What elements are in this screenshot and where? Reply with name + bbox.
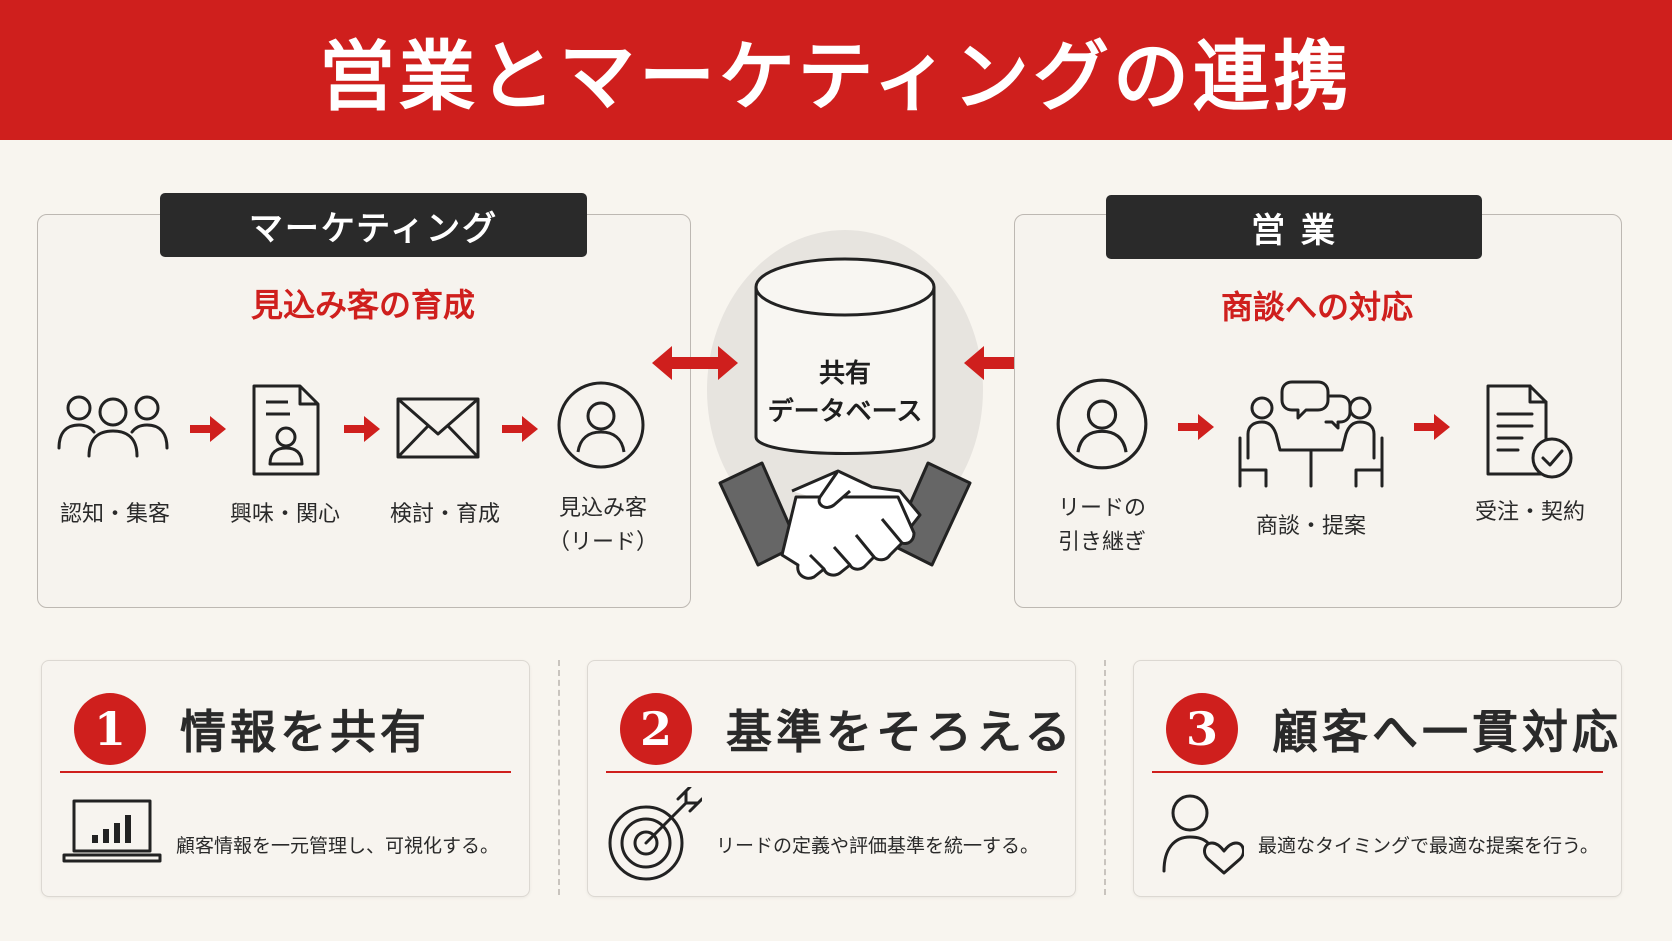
contract-check-icon <box>1486 384 1573 479</box>
flow-arrow-icon <box>1178 414 1214 440</box>
step-caption: リードの 引き継ぎ <box>1057 496 1146 555</box>
card-separator <box>558 660 560 895</box>
target-icon <box>608 787 702 881</box>
double-arrow-icon <box>964 346 1050 380</box>
card-separator <box>1104 660 1106 895</box>
step-caption: 受注・契約 <box>1474 500 1585 525</box>
number-badge: 1 <box>74 693 146 765</box>
person-circle-icon <box>557 381 645 469</box>
card-title: 顧客へ一貫対応 <box>1272 705 1622 759</box>
shared-database-label: 共有 データベース <box>767 359 923 427</box>
card-title: 情報を共有 <box>180 705 430 759</box>
flow-arrow-icon <box>502 416 538 442</box>
database-icon <box>754 257 936 455</box>
database-hub <box>707 230 983 580</box>
point-card-3: 3 顧客へ一貫対応 最適なタイミングで最適な提案を行う。 <box>1133 660 1622 897</box>
card-divider <box>1152 771 1603 773</box>
card-title: 基準をそろえる <box>726 705 1075 759</box>
person-heart-icon <box>1162 794 1244 875</box>
marketing-subtitle: 見込み客の育成 <box>250 286 475 324</box>
step-caption: 商談・提案 <box>1255 514 1366 539</box>
card-divider <box>60 771 511 773</box>
step-caption: 見込み客 （リード） <box>547 496 658 555</box>
card-divider <box>606 771 1057 773</box>
sales-subtitle: 商談への対応 <box>1220 288 1413 326</box>
point-card-2: 2 基準をそろえる リードの定義や評価基準を統一する。 <box>587 660 1076 897</box>
card-description: 最適なタイミングで最適な提案を行う。 <box>1258 835 1599 857</box>
step-caption: 検討・育成 <box>389 502 500 527</box>
envelope-icon <box>396 397 480 459</box>
title-banner: 営業とマーケティングの連携 <box>0 0 1672 140</box>
number-badge: 2 <box>620 693 692 765</box>
card-description: 顧客情報を一元管理し、可視化する。 <box>176 835 500 857</box>
laptop-chart-icon <box>62 799 162 863</box>
sales-label: 営 業 <box>1106 195 1482 259</box>
step-caption: 興味・関心 <box>229 502 340 527</box>
page-title: 営業とマーケティングの連携 <box>319 32 1353 121</box>
card-description: リードの定義や評価基準を統一する。 <box>716 835 1040 857</box>
step-caption: 認知・集客 <box>59 502 170 527</box>
flow-arrow-icon <box>344 416 380 442</box>
meeting-icon <box>1238 380 1384 488</box>
marketing-label: マーケティング <box>160 193 587 257</box>
flow-arrow-icon <box>190 416 226 442</box>
people-group-icon <box>57 395 169 458</box>
profile-document-icon <box>252 384 320 476</box>
handshake-icon <box>718 461 972 580</box>
marketing-panel <box>37 214 691 608</box>
number-badge: 3 <box>1166 693 1238 765</box>
double-arrow-icon <box>652 346 738 380</box>
point-card-1: 1 情報を共有 顧客情報を一元管理し、可視化する。 <box>41 660 530 897</box>
person-circle-icon <box>1056 378 1148 470</box>
flow-arrow-icon <box>1414 414 1450 440</box>
